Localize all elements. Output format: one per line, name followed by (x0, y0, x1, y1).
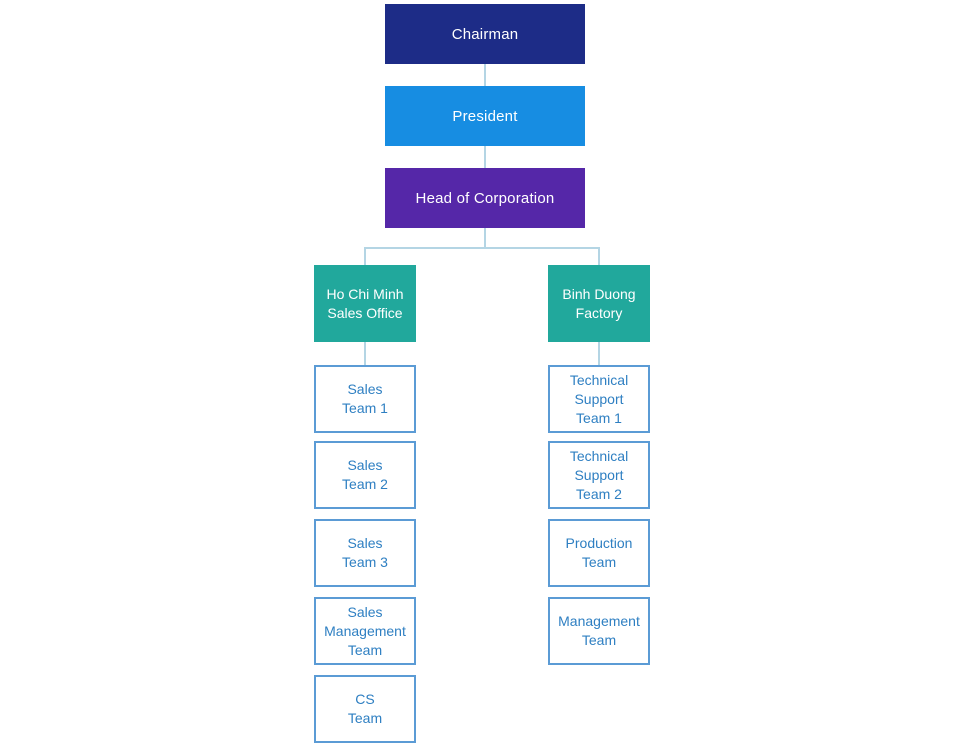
node-cs-team-label: CS Team (347, 691, 383, 726)
connector-hcm-to-teams (364, 342, 366, 365)
node-management-team-label: Management Team (558, 613, 640, 648)
node-sales-team-3-label: Sales Team 3 (342, 535, 388, 570)
node-cs-team: CS Team (314, 675, 416, 743)
node-binh-duong-factory: Binh Duong Factory (548, 265, 650, 342)
node-production-team-label: Production Team (565, 535, 633, 570)
node-head-of-corporation-label: Head of Corporation (415, 189, 555, 207)
node-sales-team-2: Sales Team 2 (314, 441, 416, 509)
node-sales-team-1-label: Sales Team 1 (342, 381, 388, 416)
node-president-label: President (452, 107, 518, 125)
node-production-team: Production Team (548, 519, 650, 587)
node-technical-support-team-1-label: Technical Support Team 1 (569, 371, 629, 426)
connector-branch-split (364, 247, 600, 249)
connector-binhduong-to-teams (598, 342, 600, 365)
node-sales-team-3: Sales Team 3 (314, 519, 416, 587)
node-technical-support-team-2: Technical Support Team 2 (548, 441, 650, 509)
connector-head-stem (484, 228, 486, 247)
node-sales-management-team-label: Sales Management Team (324, 603, 406, 658)
node-management-team: Management Team (548, 597, 650, 665)
node-chairman: Chairman (385, 4, 585, 64)
node-binh-duong-factory-label: Binh Duong Factory (562, 285, 636, 321)
connector-chairman-president (484, 64, 486, 86)
node-head-of-corporation: Head of Corporation (385, 168, 585, 228)
node-hcm-sales-office-label: Ho Chi Minh Sales Office (326, 285, 404, 321)
node-president: President (385, 86, 585, 146)
node-technical-support-team-2-label: Technical Support Team 2 (569, 447, 629, 502)
node-chairman-label: Chairman (451, 25, 519, 43)
connector-president-head (484, 146, 486, 168)
node-sales-team-1: Sales Team 1 (314, 365, 416, 433)
connector-split-to-hcm (364, 249, 366, 265)
node-sales-management-team: Sales Management Team (314, 597, 416, 665)
node-technical-support-team-1: Technical Support Team 1 (548, 365, 650, 433)
connector-split-to-binhduong (598, 249, 600, 265)
node-hcm-sales-office: Ho Chi Minh Sales Office (314, 265, 416, 342)
node-sales-team-2-label: Sales Team 2 (342, 457, 388, 492)
